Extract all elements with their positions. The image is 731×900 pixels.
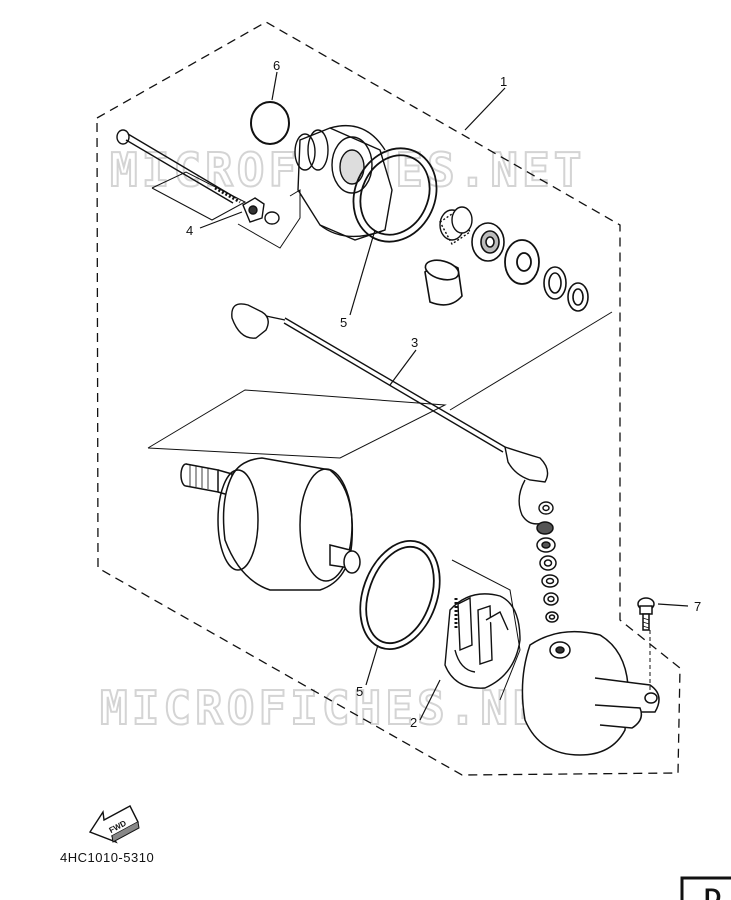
callout-5-lower: 5 <box>356 684 363 699</box>
corner-box: D <box>680 876 731 900</box>
brush-holder-assembly <box>444 593 521 689</box>
screw-7 <box>637 597 655 631</box>
assembly-boundary <box>96 21 681 776</box>
callout-6: 6 <box>273 58 280 73</box>
lead-wire <box>231 303 549 525</box>
terminal-hardware-stack <box>536 521 559 623</box>
callout-1: 1 <box>500 74 507 89</box>
gasket-ring-upper <box>352 147 438 243</box>
thin-washer-a <box>543 266 567 300</box>
bolt-washers <box>242 197 280 225</box>
corner-letter: D <box>704 884 721 900</box>
callout-5-upper: 5 <box>340 315 347 330</box>
leader-washer-bracket <box>449 311 613 411</box>
leader-lines <box>199 71 689 721</box>
bolt-group-bracket-2 <box>237 189 301 249</box>
armature <box>180 457 361 591</box>
front-cover <box>294 124 393 241</box>
o-ring-6 <box>250 101 290 145</box>
through-bolt <box>116 129 241 204</box>
fwd-arrow-icon: FWD <box>88 805 140 844</box>
callout-7: 7 <box>694 599 701 614</box>
armature-bracket <box>147 389 447 459</box>
brush-holder-bracket <box>451 559 521 701</box>
thin-washer-b <box>567 282 589 312</box>
callout-2: 2 <box>410 715 417 730</box>
bolt-group-bracket <box>151 171 247 221</box>
ball-bearing <box>471 222 505 262</box>
bushing <box>424 259 463 306</box>
callout-4: 4 <box>186 223 193 238</box>
watermark-bottom: MICROFICHES.NET <box>100 681 575 735</box>
callout-3: 3 <box>411 335 418 350</box>
diagram-code: 4HC1010-5310 <box>60 850 155 865</box>
rear-cover <box>521 630 660 756</box>
thick-washer <box>504 239 540 285</box>
needle-bearing <box>439 206 473 246</box>
lead-ring-terminal <box>538 501 554 515</box>
gasket-ring-lower <box>359 539 441 651</box>
